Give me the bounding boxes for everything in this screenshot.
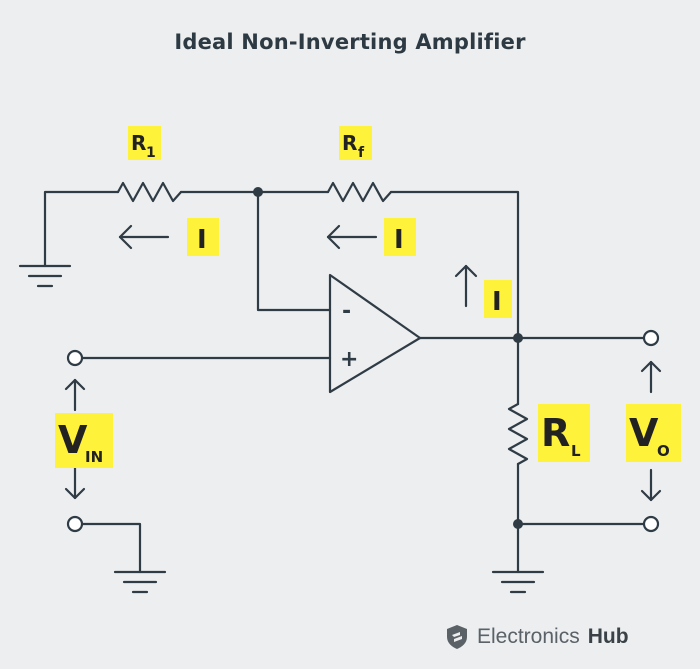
inverting-sign: -: [342, 299, 351, 324]
label-vo-main: V: [629, 411, 659, 455]
label-rl: R L: [538, 404, 590, 462]
resistor-rl: [507, 402, 529, 466]
brand-name: Electronics: [477, 625, 580, 648]
label-current-rf: I: [384, 218, 416, 256]
ground-left-bottom: [113, 570, 167, 594]
brand-watermark: Electronics Hub: [445, 622, 629, 652]
current-arrow-output: [454, 264, 478, 308]
label-rf-sub: f: [358, 145, 365, 161]
label-current-r1-text: I: [197, 225, 207, 255]
label-vin-sub: IN: [85, 448, 103, 466]
label-current-rf-text: I: [394, 225, 404, 255]
resistor-r1: [116, 181, 183, 203]
resistor-rf: [326, 181, 393, 203]
label-rl-main: R: [541, 411, 570, 455]
label-r1-main: R: [131, 131, 146, 155]
wire-rf-to-output: [389, 190, 520, 340]
label-rf-main: R: [342, 131, 357, 155]
ground-left-top: [18, 264, 72, 288]
ground-right: [491, 570, 545, 594]
current-arrow-r1: [118, 224, 170, 250]
vo-terminal-top[interactable]: [642, 329, 660, 347]
label-current-r1: I: [187, 218, 219, 256]
noninverting-sign: +: [340, 347, 358, 372]
electronics-hub-logo-icon: [447, 625, 467, 649]
label-rl-sub: L: [571, 442, 581, 460]
vo-voltage-arrow: [640, 360, 662, 502]
label-vo: V O: [626, 404, 681, 462]
label-vin-main: V: [58, 418, 88, 462]
current-arrow-rf: [326, 224, 378, 250]
vo-terminal-bottom[interactable]: [642, 515, 660, 533]
label-current-output: I: [484, 280, 512, 318]
opamp-triangle: [328, 273, 422, 394]
wire-to-inverting-input: [256, 190, 332, 312]
label-r1-sub: 1: [146, 145, 156, 161]
diagram-title: Ideal Non-Inverting Amplifier: [174, 30, 526, 54]
label-vin: V IN: [55, 413, 113, 468]
wire-vin-bottom-to-ground: [80, 522, 142, 574]
label-current-output-text: I: [492, 287, 502, 317]
label-rf: R f: [339, 126, 372, 161]
vin-terminal-bottom[interactable]: [66, 515, 84, 533]
vin-terminal-top[interactable]: [66, 349, 84, 367]
wire-r1-left: [43, 190, 120, 268]
label-r1: R 1: [128, 126, 161, 161]
label-vo-sub: O: [657, 442, 670, 460]
brand-suffix: Hub: [587, 625, 629, 648]
vin-voltage-arrow: [64, 378, 86, 500]
